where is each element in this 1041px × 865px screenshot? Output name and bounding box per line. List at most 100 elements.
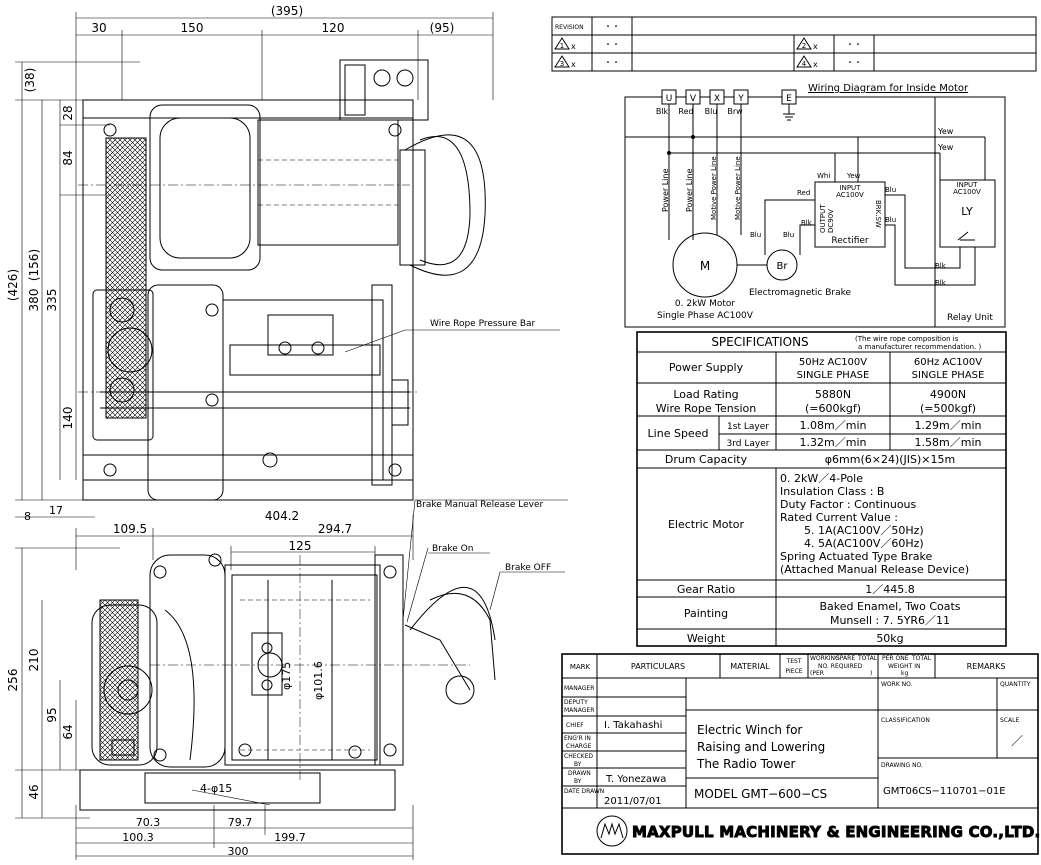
rev-mark-2: 2 bbox=[802, 42, 806, 50]
dim-140: 140 bbox=[61, 407, 75, 430]
dim-100-3: 100.3 bbox=[122, 831, 154, 844]
dim-30: 30 bbox=[91, 21, 106, 35]
svg-text:MATERIAL: MATERIAL bbox=[730, 662, 770, 671]
svg-text:SPARE: SPARE bbox=[836, 655, 855, 662]
svg-text:・・: ・・ bbox=[846, 40, 862, 49]
svg-text:Weight: Weight bbox=[687, 632, 726, 645]
svg-text:Painting: Painting bbox=[684, 607, 728, 620]
dim-95: (95) bbox=[430, 21, 455, 35]
svg-text:OUTPUT: OUTPUT bbox=[819, 204, 827, 233]
top-view: (395) 30 150 120 (95) (38) 28 84 (426) 3… bbox=[6, 4, 560, 523]
svg-text:Blu: Blu bbox=[750, 231, 761, 239]
svg-text:DRAWN: DRAWN bbox=[568, 770, 591, 777]
dim-150: 150 bbox=[181, 21, 204, 35]
svg-text:CHIEF: CHIEF bbox=[566, 722, 584, 729]
svg-text:Drum Capacity: Drum Capacity bbox=[665, 453, 748, 466]
svg-text:CHECKED: CHECKED bbox=[564, 753, 593, 760]
dim-156: (156) bbox=[27, 249, 41, 281]
svg-text:Line Speed: Line Speed bbox=[648, 427, 709, 440]
svg-text:x: x bbox=[571, 42, 576, 51]
specifications-table: SPECIFICATIONS (The wire rope compositio… bbox=[636, 331, 1007, 647]
svg-text:Insulation Class : B: Insulation Class : B bbox=[780, 485, 884, 498]
svg-text:NO. REQUIRED: NO. REQUIRED bbox=[818, 663, 863, 670]
revision-row1-date: ・・ bbox=[604, 22, 620, 31]
svg-text:Power Line: Power Line bbox=[685, 169, 694, 212]
svg-text:MANAGER: MANAGER bbox=[564, 707, 594, 714]
wiring-diagram: Wiring Diagram for Inside Motor U V X Y … bbox=[624, 83, 1006, 328]
svg-text:TOTAL: TOTAL bbox=[911, 655, 932, 662]
svg-text:Blu: Blu bbox=[705, 107, 718, 116]
svg-text:1.29m／min: 1.29m／min bbox=[915, 419, 982, 432]
svg-text:TEST: TEST bbox=[786, 658, 802, 665]
svg-text:x: x bbox=[571, 60, 576, 69]
svg-text:5. 1A(AC100V／50Hz): 5. 1A(AC100V／50Hz) bbox=[804, 524, 924, 537]
rectifier-label: Rectifier bbox=[831, 236, 869, 246]
drawing-title-line1: Electric Winch for bbox=[697, 723, 802, 737]
svg-text:Blu: Blu bbox=[783, 231, 794, 239]
svg-text:BY: BY bbox=[574, 761, 582, 768]
rev-mark-4: 4 bbox=[802, 60, 807, 68]
svg-text:DRAWING NO.: DRAWING NO. bbox=[881, 762, 923, 769]
svg-text:a manufacturer recommendation.: a manufacturer recommendation. ) bbox=[858, 343, 982, 351]
svg-text:Blu: Blu bbox=[885, 186, 896, 194]
svg-text:(PER: (PER bbox=[810, 670, 824, 677]
svg-text:CLASSIFICATION: CLASSIFICATION bbox=[881, 717, 930, 724]
dim-8: 8 bbox=[24, 510, 31, 523]
chief-name: I. Takahashi bbox=[604, 720, 662, 731]
svg-text:x: x bbox=[813, 60, 818, 69]
dim-95: 95 bbox=[45, 707, 59, 722]
company-logo-icon bbox=[596, 815, 628, 847]
dim-210: 210 bbox=[27, 649, 41, 672]
svg-text:・・: ・・ bbox=[846, 58, 862, 67]
svg-text:・・: ・・ bbox=[604, 58, 620, 67]
svg-text:SCALE: SCALE bbox=[1000, 717, 1019, 724]
motor-letter: M bbox=[700, 259, 710, 273]
svg-text:(=600kgf): (=600kgf) bbox=[805, 402, 861, 415]
svg-text:Rated Current Value :: Rated Current Value : bbox=[780, 511, 898, 524]
dim-395: (395) bbox=[271, 4, 303, 18]
svg-text:Spring Actuated Type Brake: Spring Actuated Type Brake bbox=[780, 550, 933, 563]
svg-text:Blu: Blu bbox=[885, 216, 896, 224]
svg-text:REMARKS: REMARKS bbox=[967, 662, 1006, 671]
drawing-title-line2: Raising and Lowering bbox=[697, 740, 825, 754]
svg-text:1.08m／min: 1.08m／min bbox=[800, 419, 867, 432]
svg-text:(The wire rope composition is: (The wire rope composition is bbox=[855, 335, 959, 343]
svg-text:WORK NO.: WORK NO. bbox=[881, 681, 913, 688]
svg-text:WEIGHT IN: WEIGHT IN bbox=[888, 663, 920, 670]
dim-294-7: 294.7 bbox=[318, 522, 352, 536]
revision-table: REVISION ・・ 1 x ・・ 3 x ・・ 2 x ・・ 4 x ・・ bbox=[551, 16, 1037, 72]
svg-text:Yew: Yew bbox=[937, 143, 954, 152]
svg-text:PIECE: PIECE bbox=[785, 668, 802, 675]
wiring-title: Wiring Diagram for Inside Motor bbox=[808, 83, 969, 94]
svg-text:1／445.8: 1／445.8 bbox=[865, 583, 915, 596]
relay-unit-label: Relay Unit bbox=[947, 313, 993, 323]
svg-text:φ6mm(6×24)(JIS)×15m: φ6mm(6×24)(JIS)×15m bbox=[825, 453, 955, 466]
svg-text:x: x bbox=[813, 42, 818, 51]
model-number: MODEL GMT−600−CS bbox=[694, 787, 827, 801]
dim-64: 64 bbox=[61, 724, 75, 739]
dim-300: 300 bbox=[228, 845, 249, 858]
svg-text:50kg: 50kg bbox=[876, 632, 903, 645]
dim-380: 380 bbox=[27, 289, 41, 312]
callout-brake-off: Brake OFF bbox=[505, 563, 551, 573]
svg-text:Load Rating: Load Rating bbox=[673, 388, 738, 401]
svg-text:SINGLE PHASE: SINGLE PHASE bbox=[797, 370, 870, 381]
terminal-y: Y bbox=[737, 94, 744, 104]
svg-text:Baked Enamel, Two Coats: Baked Enamel, Two Coats bbox=[819, 600, 960, 613]
dim-79-7: 79.7 bbox=[228, 816, 253, 829]
dim-phi101-6: φ101.6 bbox=[312, 661, 325, 700]
brake-symbol bbox=[766, 249, 798, 281]
dim-phi175: φ175 bbox=[280, 662, 293, 690]
dim-120: 120 bbox=[322, 21, 345, 35]
dim-28: 28 bbox=[61, 105, 75, 120]
svg-text:(Attached Manual Release De: (Attached Manual Release Device) bbox=[780, 563, 969, 576]
dim-4-phi15: 4-φ15 bbox=[200, 782, 232, 795]
svg-text:Gear Ratio: Gear Ratio bbox=[677, 583, 736, 596]
rev-mark-3: 3 bbox=[560, 60, 564, 68]
date-drawn: 2011/07/01 bbox=[604, 796, 662, 807]
svg-text:Yew: Yew bbox=[846, 172, 861, 180]
svg-text:Motive Power Line: Motive Power Line bbox=[734, 156, 742, 220]
svg-text:AC100V: AC100V bbox=[836, 191, 864, 199]
svg-text:・・: ・・ bbox=[604, 40, 620, 49]
